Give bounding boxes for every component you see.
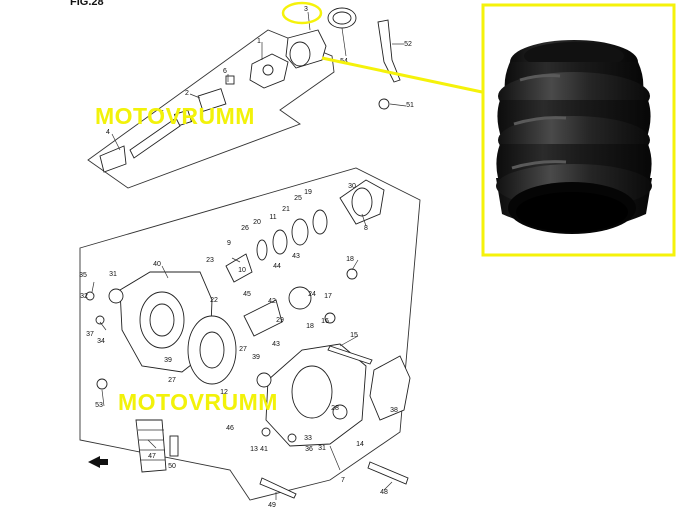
watermark-top: MOTOVRUMM: [95, 103, 255, 129]
callout-27a: 27: [168, 377, 176, 384]
actuator-part: [369, 355, 411, 421]
callout-39a: 39: [164, 357, 172, 364]
callout-23: 23: [206, 257, 214, 264]
drive-flange-part: [339, 179, 385, 225]
callout-13: 13: [250, 446, 258, 453]
coupling-part: [173, 88, 227, 127]
pinion-gear-part: [225, 209, 328, 283]
highlight-connector-line: [321, 56, 483, 94]
through-bolt-part: [259, 345, 409, 499]
leader-lines: [91, 11, 407, 500]
callout-37: 37: [86, 331, 94, 338]
callout-39b: 39: [252, 354, 260, 361]
callout-51: 51: [406, 102, 414, 109]
callout-9: 9: [227, 240, 231, 247]
callout-45: 45: [243, 291, 251, 298]
callout-22: 22: [210, 297, 218, 304]
callout-43b: 43: [272, 341, 280, 348]
callout-31b: 31: [318, 445, 326, 452]
callout-53: 53: [95, 402, 103, 409]
ring-gear-part: [187, 315, 237, 385]
upper-assembly-outline: [87, 29, 335, 189]
spline-shaft-part: [99, 117, 181, 173]
callout-47: 47: [148, 453, 156, 460]
callout-3: 3: [304, 6, 308, 13]
joint-yoke-part: [249, 53, 289, 89]
callout-41: 41: [260, 446, 268, 453]
callout-20: 20: [253, 219, 261, 226]
main-assembly-outline: [79, 167, 421, 501]
axle-boot-part: [135, 419, 179, 473]
callout-21: 21: [282, 206, 290, 213]
callout-12: 12: [220, 389, 228, 396]
callout-48: 48: [380, 489, 388, 496]
watermark-bottom: MOTOVRUMM: [118, 389, 278, 415]
callout-35: 35: [79, 272, 87, 279]
callout-27b: 27: [239, 346, 247, 353]
callout-17: 17: [324, 293, 332, 300]
callout-44: 44: [273, 263, 281, 270]
callout-31a: 31: [109, 271, 117, 278]
callout-28: 28: [331, 405, 339, 412]
callout-2: 2: [185, 90, 189, 97]
callout-4: 4: [106, 129, 110, 136]
front-arrow-icon: [88, 456, 108, 468]
figure-label: FIG.28: [70, 0, 104, 8]
callout-50: 50: [168, 463, 176, 470]
callout-36: 36: [305, 446, 313, 453]
callout-5: 5: [160, 110, 164, 117]
callout-19: 19: [304, 189, 312, 196]
callout-52: 52: [404, 41, 412, 48]
callout-15: 15: [350, 332, 358, 339]
callout-38: 38: [390, 407, 398, 414]
callout-29: 29: [276, 317, 284, 324]
callout-7: 7: [341, 477, 345, 484]
callout-10: 10: [238, 267, 246, 274]
boot-part: [285, 29, 327, 69]
callout-14: 14: [356, 441, 364, 448]
callout-32: 32: [80, 293, 88, 300]
callout-25: 25: [294, 195, 302, 202]
callout-16: 16: [321, 318, 329, 325]
rubber-boot-photo: [496, 40, 652, 234]
callout-8: 8: [364, 225, 368, 232]
callout-34: 34: [97, 338, 105, 345]
small-fasteners-part: [85, 268, 358, 443]
callout-43a: 43: [292, 253, 300, 260]
clamp-part: [327, 7, 357, 29]
callout-18b: 18: [306, 323, 314, 330]
callout-46: 46: [226, 425, 234, 432]
callout-40: 40: [153, 261, 161, 268]
right-case-part: [265, 343, 367, 447]
shift-fork-part: [243, 286, 312, 337]
small-bolt-part: [225, 75, 390, 110]
callout-26: 26: [241, 225, 249, 232]
callout-33: 33: [304, 435, 312, 442]
highlight-circle: [281, 1, 323, 25]
callout-1: 1: [257, 38, 261, 45]
callout-11: 11: [269, 214, 276, 221]
callout-49: 49: [268, 502, 276, 509]
callout-18a: 18: [346, 256, 354, 263]
callout-6: 6: [223, 68, 227, 75]
clip-part: [377, 19, 401, 83]
callout-30: 30: [348, 183, 356, 190]
callout-42: 42: [268, 298, 276, 305]
callout-24: 24: [308, 291, 316, 298]
